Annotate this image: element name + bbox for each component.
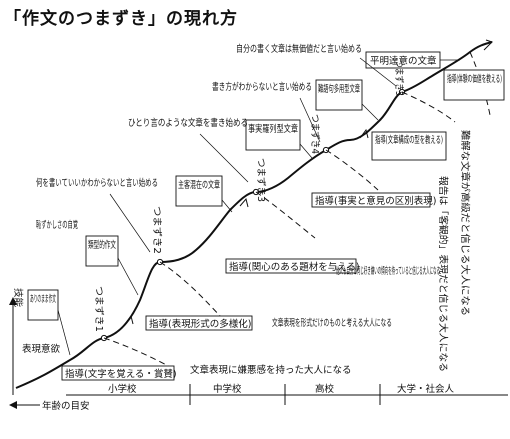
note-kenno: 文章表現に嫌悪感を持った大人になる [190, 364, 352, 376]
tsumazuki-label-5: つまずき5 [393, 60, 404, 96]
leader-line [109, 193, 151, 253]
curve-marker [359, 128, 369, 139]
stage-high-school: 高校 [315, 383, 335, 395]
leader-line [299, 143, 313, 159]
leader-line [299, 97, 321, 143]
stage-box-arinomama [27, 289, 59, 321]
note-haji: 恥ずかしさの自覚 [36, 219, 78, 231]
note-tasha: 他人も自分と同じ好き嫌いの傾向を持っていると信じる大人になる [336, 265, 440, 277]
note-nani: 何を書いていいかわからないと言い始める [36, 177, 158, 189]
guidance-box-5 [371, 131, 447, 161]
guidance-box-6 [443, 69, 505, 101]
guidance-box-4 [311, 192, 431, 208]
note-hitori: ひとり言のような文章を書き始める [128, 117, 248, 129]
note-keishiki: 文章表現を形式だけのものと考える大人になる [272, 317, 392, 329]
note-hyogen-iyoku: 表現意欲 [22, 343, 61, 355]
leader-line [221, 199, 233, 213]
box-heimei: 平明達意の文章 [370, 55, 437, 67]
leader-line [359, 57, 397, 87]
box-shukyaku: 主客混在の文章 [178, 179, 220, 191]
guidance-box-2 [145, 315, 253, 331]
leader-line [361, 103, 379, 121]
stage-box-shukyaku [175, 175, 223, 207]
tsumazuki-label-2: つまずき2 [151, 206, 162, 254]
box-ruikei: 類型的作文 [88, 239, 116, 251]
guidance-4: 指導(事実と意見の区別表現) [315, 195, 436, 207]
leader-line [199, 133, 249, 183]
guidance-3: 指導(関心のある題材を与える) [229, 261, 360, 273]
box-jijitsu: 事実羅列型文章 [248, 123, 298, 135]
stage-box-ruikei [85, 235, 119, 267]
guidance-6: 指導(体験の価値を教える) [447, 73, 502, 85]
guidance-box-1 [61, 365, 175, 381]
note-kakikata: 書き方がわからないと言い始める [212, 81, 312, 93]
stage-box-nango [315, 79, 363, 111]
stage-junior-high: 中学校 [213, 383, 242, 395]
stage-box-jijitsu [245, 119, 301, 151]
tsumazuki-label-3: つまずき3 [255, 158, 266, 202]
decline-branch-1 [103, 337, 173, 369]
guidance-box-3 [225, 258, 357, 274]
decline-branch-2 [159, 261, 223, 319]
curve-marker [124, 314, 134, 325]
note-nankai: 難解な文章が高級だと信じる大人になる [459, 130, 471, 316]
stage-elementary: 小学校 [108, 383, 137, 395]
guidance-1: 指導(文字を覚える・賞賛) [65, 368, 177, 380]
stage-university: 大学・社会人 [397, 383, 455, 395]
tsumazuki-label-1: つまずき1 [93, 286, 104, 332]
growth-curve [15, 41, 493, 389]
note-jibun: 自分の書く文章は無価値だと言い始める [236, 43, 362, 55]
leader-line [57, 309, 71, 356]
y-axis-label: 技能 [12, 288, 24, 308]
leader-line [117, 257, 139, 296]
tsumazuki-label-4: つまずき4 [309, 114, 320, 154]
page-title: 「作文のつまずき」の現れ方 [4, 9, 238, 29]
box-arinomama: ありのまま作文 [30, 293, 56, 305]
note-hokoku: 報告は「客観的」表現だと信じる大人になる [437, 176, 449, 372]
curve-arrow [483, 39, 493, 51]
guidance-5: 指導(文章構成の型を教える) [375, 134, 443, 146]
box-nango: 難語句多用型文章 [318, 83, 360, 95]
curve-marker [239, 197, 249, 208]
decline-branch-5 [401, 91, 456, 123]
decline-branch-4 [325, 149, 379, 191]
guidance-2: 指導(表現形式の多様化) [149, 318, 251, 330]
x-axis-label: 年齢の目安 [42, 400, 90, 412]
